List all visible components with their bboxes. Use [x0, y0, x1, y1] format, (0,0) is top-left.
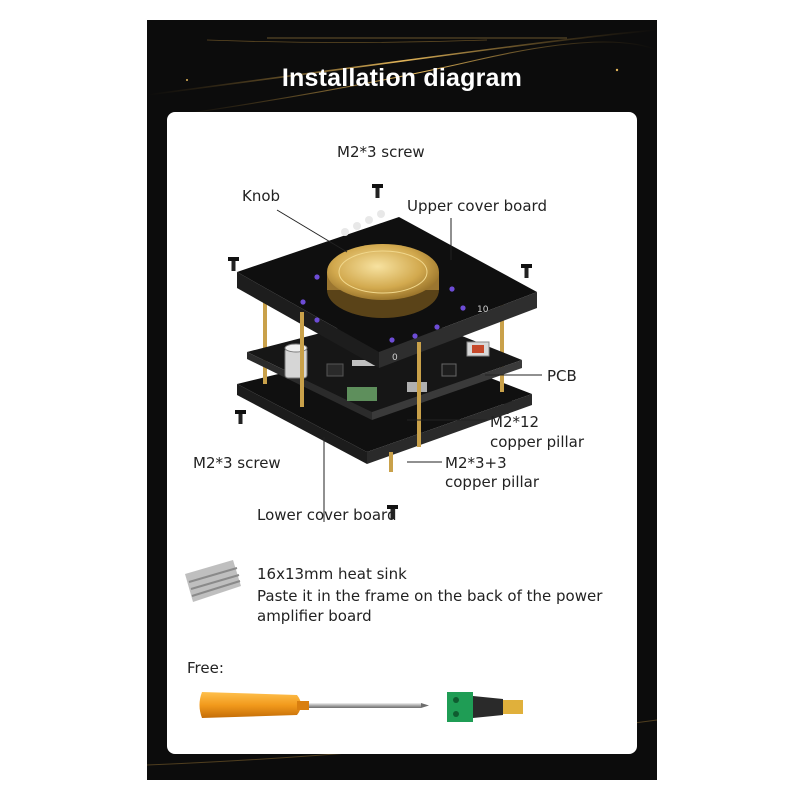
label-pillar-33-line1: M2*3+3 [445, 454, 507, 472]
scale-max-label: 10 [477, 305, 489, 315]
pillar-back-right [500, 296, 504, 392]
leader-knob [276, 209, 348, 253]
screw-left-icon [228, 257, 239, 271]
dc-connector-icon [447, 692, 523, 722]
pillar-front-right [417, 342, 421, 447]
diagram-panel: 10 0 [167, 112, 637, 754]
label-screw-top: M2*3 screw [337, 143, 425, 161]
screwdriver-icon [199, 692, 429, 718]
heat-sink-line2: amplifier board [257, 607, 372, 625]
label-pcb: PCB [547, 367, 577, 385]
pillar-bottom [389, 452, 393, 472]
knob-icon [327, 244, 439, 318]
pillar-back-left [263, 290, 267, 384]
diagram-art: 10 0 [185, 184, 542, 722]
label-upper-cover: Upper cover board [407, 197, 547, 215]
heat-sink-icon [185, 560, 241, 602]
label-screw-bottom: M2*3 screw [193, 454, 281, 472]
label-pillar-12-line2: copper pillar [490, 433, 585, 451]
label-lower-cover: Lower cover board [257, 506, 397, 524]
label-knob: Knob [242, 187, 281, 205]
screw-lower-left-icon [235, 410, 246, 424]
label-pillar-33-line2: copper pillar [445, 473, 540, 491]
page-title: Installation diagram [281, 64, 523, 92]
free-label: Free: [187, 659, 224, 677]
pillar-front-left [300, 312, 304, 407]
screw-top-icon [372, 184, 383, 198]
page-frame: Installation diagram [147, 20, 657, 780]
heat-sink-title: 16x13mm heat sink [257, 565, 407, 583]
screw-bottom-icon [387, 505, 398, 519]
screw-right-icon [521, 264, 532, 278]
scale-min-label: 0 [392, 353, 398, 363]
label-pillar-12-line1: M2*12 [490, 413, 540, 431]
heat-sink-line1: Paste it in the frame on the back of the… [257, 587, 603, 605]
